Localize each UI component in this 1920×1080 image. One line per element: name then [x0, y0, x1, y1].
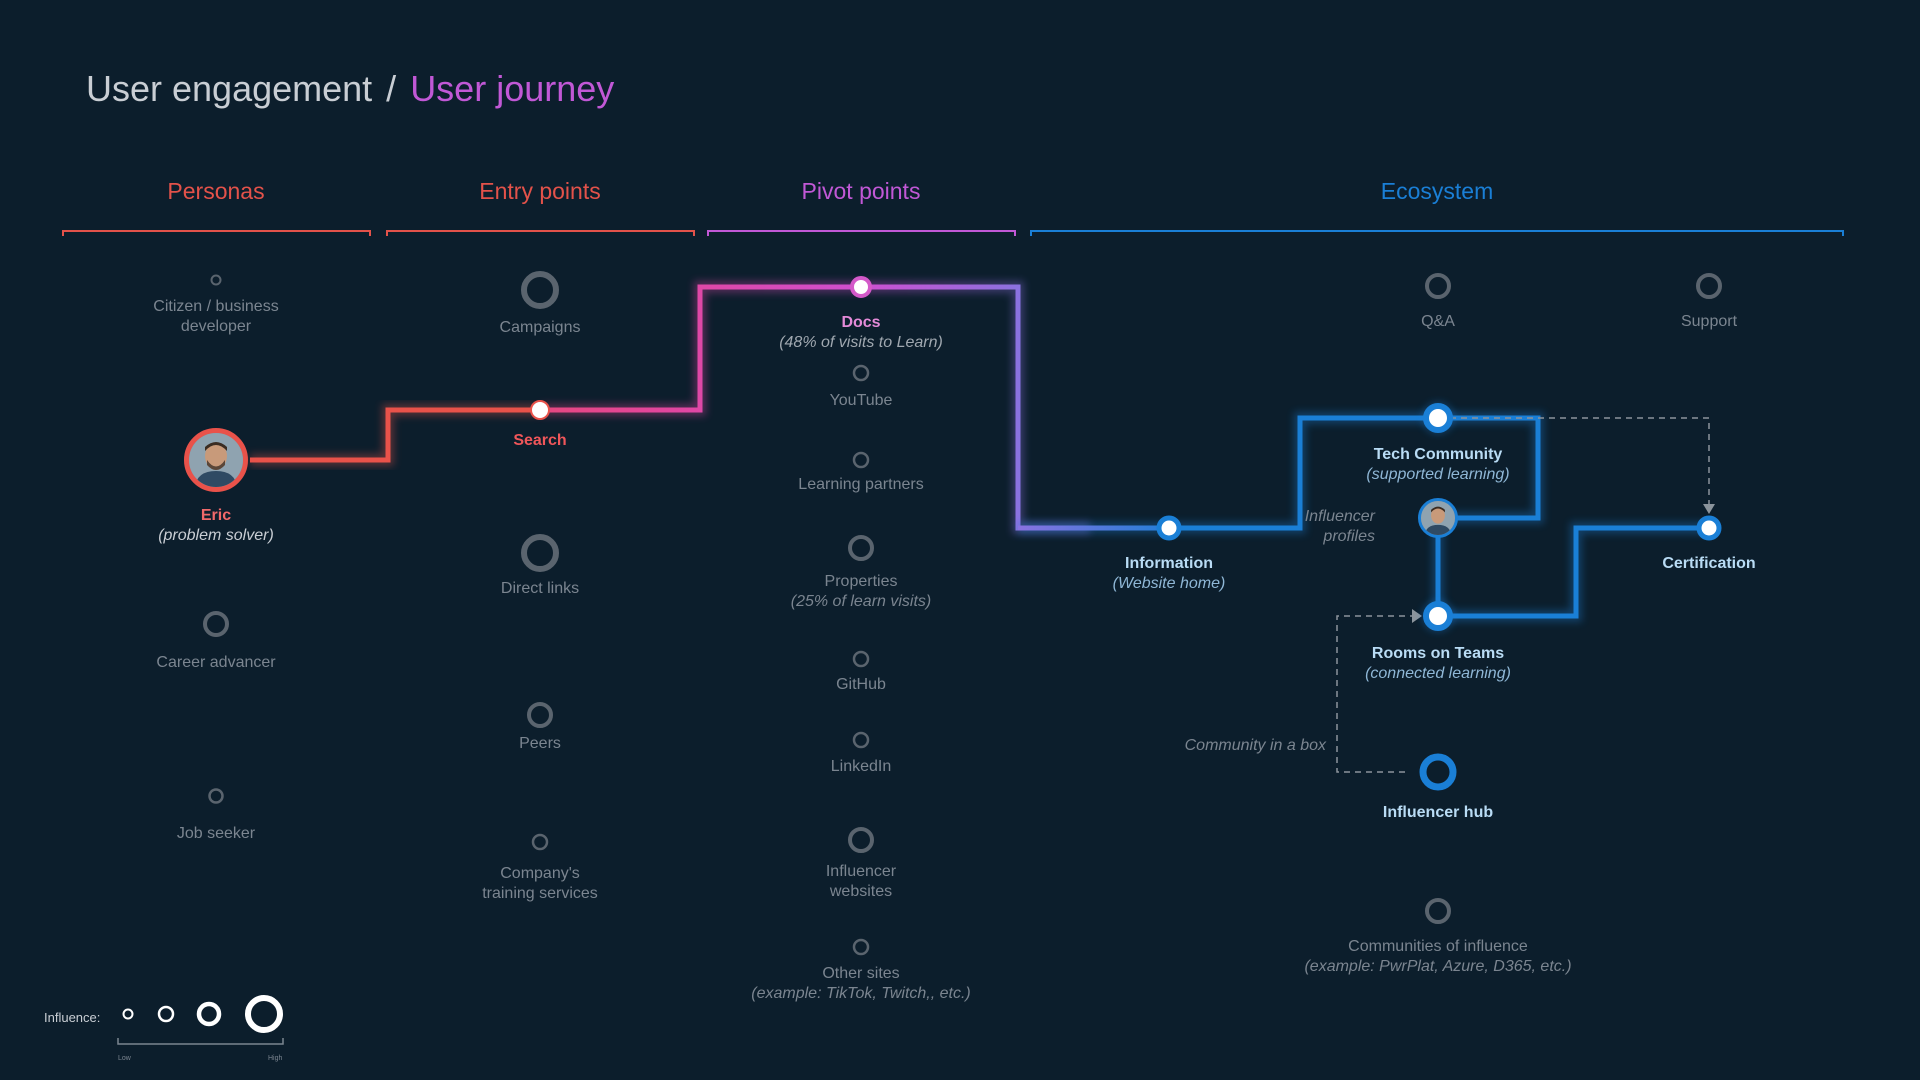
node-certification[interactable]: [1696, 515, 1722, 541]
column-rule-ecosystem: [1030, 230, 1844, 236]
label-career-advancer: Career advancer: [156, 654, 276, 671]
label-information: Information: [1125, 555, 1213, 572]
node-peers[interactable]: [527, 702, 553, 728]
label-linkedin: LinkedIn: [830, 758, 892, 775]
node-citizen-developer[interactable]: [210, 274, 222, 286]
label-other-sites: Other sites: [822, 965, 900, 982]
label-eric-sub: (problem solver): [158, 527, 274, 544]
label-github: GitHub: [836, 676, 886, 693]
node-qa[interactable]: [1425, 273, 1451, 299]
person-icon: [189, 433, 243, 487]
node-github[interactable]: [852, 650, 870, 668]
node-other-sites[interactable]: [852, 938, 870, 956]
legend-circle-3: [196, 1001, 222, 1027]
journey-path-persona-to-search: [250, 404, 540, 466]
node-communities-of-influence[interactable]: [1425, 898, 1451, 924]
arrow-head-rooms: [1412, 609, 1422, 623]
label-tech-community: Tech Community: [1373, 446, 1503, 463]
legend-scale: [117, 1038, 284, 1045]
node-campaigns[interactable]: [521, 271, 559, 309]
journey-path-persona-to-search: [250, 407, 540, 463]
label-rooms-on-teams-sub: (connected learning): [1365, 665, 1511, 682]
node-linkedin[interactable]: [852, 731, 870, 749]
label-community-in-a-box: Community in a box: [1184, 737, 1326, 754]
label-direct-links: Direct links: [500, 580, 580, 597]
connector-tech-to-cert: [1450, 417, 1710, 505]
label-influencer-websites: Influencer websites: [825, 863, 897, 900]
node-influencer-hub[interactable]: [1419, 753, 1457, 791]
node-docs[interactable]: [850, 276, 872, 298]
column-header-ecosystem: Ecosystem: [1380, 178, 1494, 204]
title-separator: /: [386, 68, 397, 109]
label-job-seeker: Job seeker: [176, 825, 256, 842]
journey-path-rooms-to-cert: [1438, 525, 1710, 619]
label-communities-of-influence: Communities of influence: [1348, 938, 1528, 955]
legend-circle-1: [122, 1008, 134, 1020]
influencer-profile-avatar[interactable]: [1418, 498, 1458, 538]
label-search: Search: [513, 432, 567, 449]
label-qa: Q&A: [1421, 313, 1455, 330]
label-other-sites-sub: (example: TikTok, Twitch,, etc.): [751, 985, 971, 1002]
legend-high: High: [268, 1055, 283, 1062]
title-section: User engagement: [86, 68, 373, 109]
arrow-head-cert: [1703, 504, 1715, 514]
node-support[interactable]: [1696, 273, 1722, 299]
page-title: User engagement / User journey: [86, 68, 614, 110]
label-campaigns: Campaigns: [499, 319, 581, 336]
column-header-entry-points: Entry points: [479, 178, 601, 204]
persona-avatar-eric[interactable]: [184, 428, 248, 492]
label-support: Support: [1680, 313, 1738, 330]
column-header-personas: Personas: [167, 178, 265, 204]
label-company-training: Company's training services: [482, 865, 598, 902]
label-information-sub: (Website home): [1112, 575, 1226, 592]
node-rooms-on-teams[interactable]: [1423, 601, 1453, 631]
title-page: User journey: [410, 68, 615, 109]
legend-circle-2: [157, 1005, 175, 1023]
legend-circle-4: [245, 995, 283, 1033]
legend-low: Low: [118, 1055, 131, 1062]
column-rule-personas: [62, 230, 371, 236]
node-youtube[interactable]: [852, 364, 870, 382]
node-tech-community[interactable]: [1423, 403, 1453, 433]
node-learning-partners[interactable]: [852, 451, 870, 469]
label-peers: Peers: [519, 735, 561, 752]
label-docs-sub: (48% of visits to Learn): [779, 334, 943, 351]
node-job-seeker[interactable]: [208, 788, 224, 804]
column-header-pivot-points: Pivot points: [801, 178, 921, 204]
label-tech-community-sub: (supported learning): [1366, 466, 1510, 483]
label-properties: Properties: [824, 573, 898, 590]
label-citizen-developer: Citizen / business developer: [153, 298, 279, 335]
node-direct-links[interactable]: [521, 534, 559, 572]
label-communities-of-influence-sub: (example: PwrPlat, Azure, D365, etc.): [1304, 958, 1572, 975]
legend-title: Influence:: [44, 1010, 101, 1025]
label-youtube: YouTube: [829, 392, 893, 409]
label-eric: Eric: [200, 507, 232, 524]
column-rule-pivot-points: [707, 230, 1016, 236]
label-certification: Certification: [1662, 555, 1756, 572]
label-learning-partners: Learning partners: [798, 476, 924, 493]
label-influencer-profiles-text: Influencer profiles: [1304, 508, 1375, 545]
node-career-advancer[interactable]: [203, 611, 229, 637]
column-rule-entry-points: [386, 230, 695, 236]
node-information[interactable]: [1156, 515, 1182, 541]
person-icon: [1421, 501, 1455, 535]
node-search[interactable]: [530, 400, 550, 420]
node-properties[interactable]: [848, 535, 874, 561]
connector-box-to-rooms: [1336, 615, 1412, 773]
label-properties-sub: (25% of learn visits): [790, 593, 932, 610]
node-company-training[interactable]: [531, 833, 549, 851]
label-influencer-hub: Influencer hub: [1382, 804, 1494, 821]
node-influencer-websites[interactable]: [848, 827, 874, 853]
journey-path-tech-loop: [1435, 415, 1541, 616]
label-rooms-on-teams: Rooms on Teams: [1371, 645, 1505, 662]
label-docs: Docs: [841, 314, 881, 331]
